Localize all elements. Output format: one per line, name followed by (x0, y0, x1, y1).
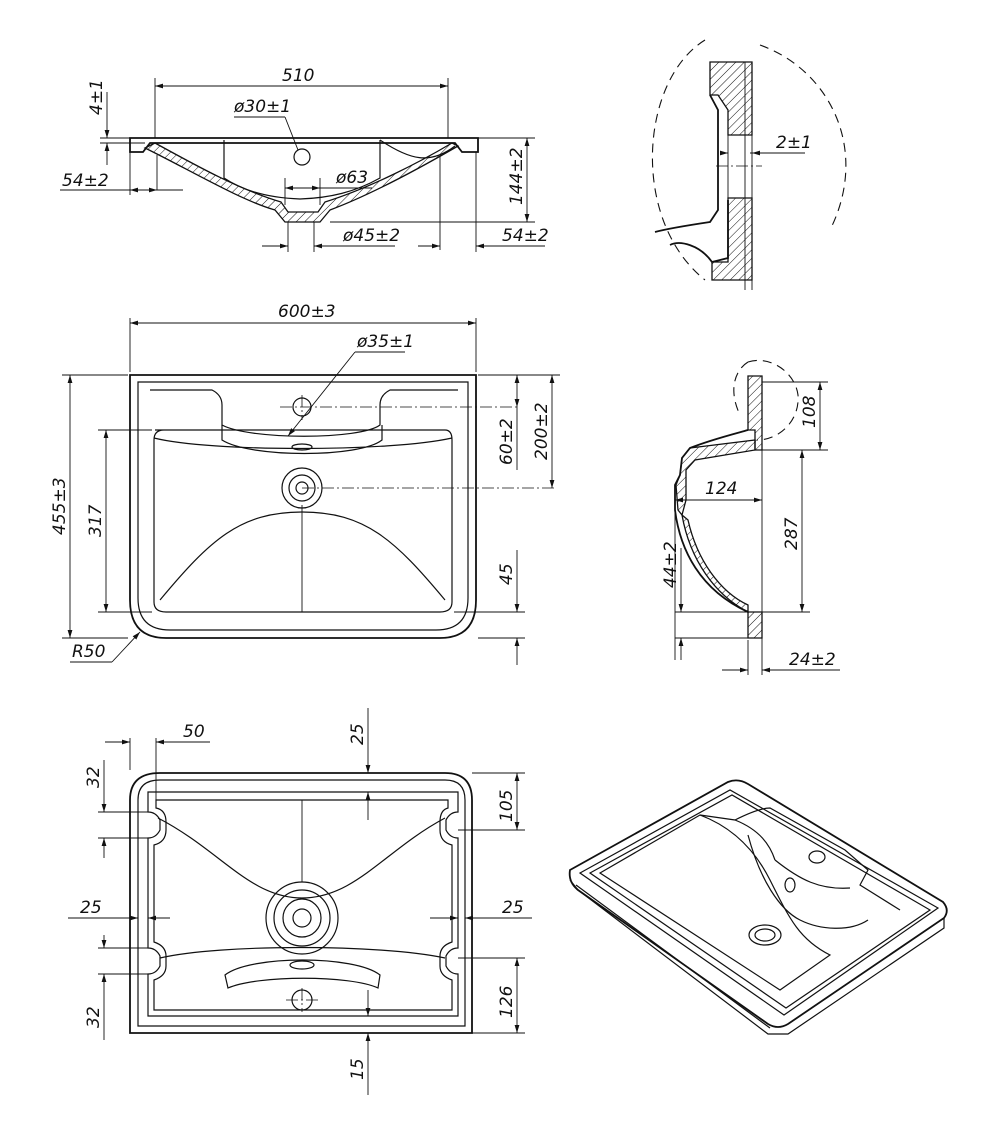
dim-hole-30: ø30±1 (233, 97, 291, 117)
dim-plan-depth: 455±3 (50, 477, 70, 535)
dim-wall-2: 2±1 (776, 133, 812, 153)
dim-drain-offset: 200±2 (532, 402, 552, 460)
dim-plan-width: 600±3 (278, 302, 336, 322)
dim-side-drain: 124 (705, 479, 737, 499)
dim-side-top: 108 (800, 395, 820, 428)
side-view: 108 124 287 44±2 24±2 (661, 359, 840, 675)
dim-outlet-45: ø45±2 (342, 226, 400, 246)
bottom-view: 50 25 32 105 25 25 32 126 (68, 708, 532, 1095)
detail-view: 2±1 (651, 39, 847, 290)
dim-drain-63: ø63 (335, 168, 368, 188)
dim-rim-left-54: 54±2 (62, 171, 109, 191)
dim-side-left-top: 32 (84, 766, 104, 788)
dim-rim-right-54: 54±2 (502, 226, 549, 246)
dim-radius: R50 (72, 642, 105, 662)
dim-tap-hole: ø35±1 (356, 332, 414, 352)
dim-front-gap: 45 (497, 563, 517, 585)
dim-bottom-rib: 15 (348, 1058, 368, 1080)
isometric-view (568, 779, 948, 1035)
dim-width-510: 510 (282, 66, 314, 86)
dim-side-left-bottom: 32 (84, 1006, 104, 1028)
dim-side-thickness: 24±2 (789, 650, 836, 670)
dim-rib-offset: 50 (183, 722, 205, 742)
dim-side-bottom-rim: 44±2 (661, 541, 681, 588)
dim-rib-top: 25 (348, 723, 368, 745)
dim-mid-left: 25 (80, 898, 102, 918)
dim-top-gap: 105 (497, 790, 517, 822)
dim-bowl-depth: 317 (86, 504, 106, 537)
section-view: 510 ø30±1 ø63 4±1 54±2 144±2 ø45±2 (60, 66, 549, 252)
dim-depth-144: 144±2 (507, 147, 527, 205)
dim-side-height: 287 (782, 517, 802, 550)
plan-view: 600±3 ø35±1 455±3 317 R50 60±2 200±2 45 (50, 302, 560, 665)
dim-mid-right: 25 (502, 898, 524, 918)
dim-bottom-gap: 126 (497, 985, 517, 1018)
dim-rim-4: 4±1 (87, 79, 107, 115)
dim-tap-offset: 60±2 (497, 418, 517, 465)
